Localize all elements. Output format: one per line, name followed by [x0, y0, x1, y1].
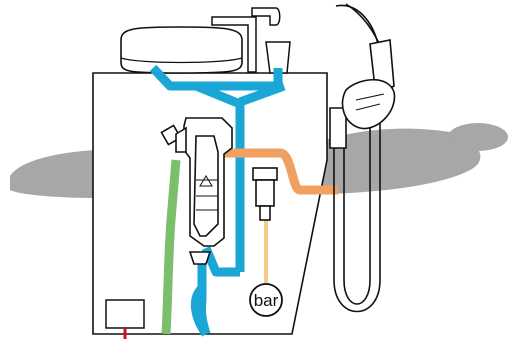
gauge-label: bar: [254, 291, 279, 310]
water-return-line: [197, 258, 211, 336]
drain-line: [161, 159, 181, 335]
pressure-valve: [252, 167, 278, 221]
faucet: [211, 7, 281, 73]
separator-valve-assembly: [160, 117, 233, 265]
chair-headrest: [448, 123, 508, 151]
pressure-gauge: bar: [249, 283, 283, 317]
cuspidor-bowl: [120, 26, 243, 74]
light-assembly: [335, 3, 396, 130]
air-line: [224, 148, 338, 195]
suction-hose: [329, 107, 381, 313]
control-box: [105, 299, 145, 329]
cup: [265, 41, 291, 74]
chair-seat: [10, 150, 96, 198]
